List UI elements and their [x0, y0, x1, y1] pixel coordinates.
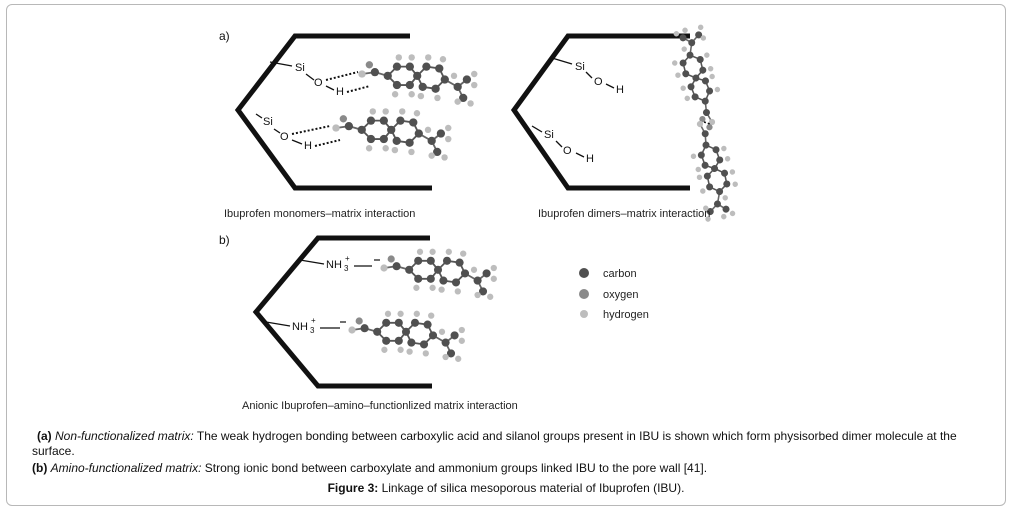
- silanol-free-upper: Si O H: [551, 57, 624, 96]
- legend-carbon-label: carbon: [603, 268, 637, 280]
- svg-text:+: +: [311, 316, 316, 325]
- legend-oxygen-label: oxygen: [603, 289, 638, 301]
- silanol-free-lower: Si O H: [531, 125, 594, 165]
- svg-text:O: O: [280, 131, 289, 143]
- pore-wall-amino: [252, 235, 432, 389]
- panel-a-label: a): [219, 29, 230, 43]
- svg-text:H: H: [616, 84, 624, 96]
- svg-text:NH: NH: [326, 259, 342, 271]
- caption-a-tag: (a): [37, 429, 52, 443]
- svg-text:Si: Si: [544, 129, 554, 141]
- atom-legend: carbon oxygen hydrogen: [579, 268, 649, 321]
- figure-text: Linkage of silica mesoporous material of…: [381, 481, 685, 495]
- legend-hydrogen-label: hydrogen: [603, 309, 649, 321]
- svg-text:NH: NH: [292, 321, 308, 333]
- caption-a-text: The weak hydrogen bonding between carbox…: [32, 429, 957, 458]
- pore-wall-dimers: [510, 33, 690, 191]
- subtitle-monomers: Ibuprofen monomers–matrix interaction: [224, 208, 415, 220]
- ibuprofen-dimer: [659, 20, 751, 227]
- svg-text:Si: Si: [263, 116, 273, 128]
- figure-label: Figure 3:: [327, 481, 379, 495]
- pore-wall-monomers: [234, 33, 432, 191]
- caption-a: (a) Non-functionalized matrix: The weak …: [32, 429, 982, 459]
- svg-text:O: O: [594, 76, 603, 88]
- silanol-monomer-lower: Si O H: [255, 107, 453, 162]
- svg-text:Si: Si: [295, 62, 305, 74]
- ammonium-carboxylate-lower: NH 3 +: [265, 309, 466, 363]
- figure-frame: [6, 4, 1006, 506]
- figure-caption: Figure 3: Linkage of silica mesoporous m…: [0, 481, 1012, 495]
- ibuprofen-matrix-diagram: a) Si O H Si O H Ibuprofen monomers–matr…: [219, 20, 751, 412]
- legend-carbon-swatch: [579, 268, 589, 278]
- caption-b-text: Strong ionic bond between carboxylate an…: [204, 461, 708, 475]
- panel-b-label: b): [219, 233, 230, 247]
- subtitle-dimers: Ibuprofen dimers–matrix interaction: [538, 208, 710, 220]
- svg-text:3: 3: [310, 326, 315, 335]
- caption-b-italic: Amino-functionalized matrix:: [50, 461, 202, 475]
- caption-b-tag: (b): [32, 461, 48, 475]
- svg-text:Si: Si: [575, 61, 585, 73]
- subtitle-anionic: Anionic Ibuprofen–amino–functionlized ma…: [242, 400, 518, 412]
- svg-text:H: H: [336, 86, 344, 98]
- legend-oxygen-swatch: [579, 289, 589, 299]
- svg-text:+: +: [345, 254, 350, 263]
- silanol-monomer-upper: Si O H: [269, 53, 479, 108]
- svg-text:H: H: [304, 140, 312, 152]
- ammonium-carboxylate-upper: NH 3 +: [299, 247, 498, 301]
- caption-b: (b) Amino-functionalized matrix: Strong …: [32, 461, 982, 476]
- svg-text:H: H: [586, 153, 594, 165]
- svg-text:O: O: [314, 77, 323, 89]
- svg-text:O: O: [563, 145, 572, 157]
- legend-hydrogen-swatch: [580, 310, 588, 318]
- svg-text:3: 3: [344, 264, 349, 273]
- caption-a-italic: Non-functionalized matrix:: [55, 429, 194, 443]
